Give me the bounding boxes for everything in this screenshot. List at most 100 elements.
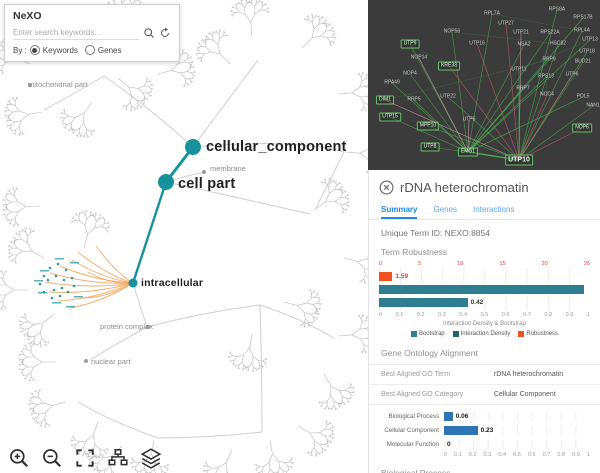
radio-keywords-label: Keywords [42, 45, 78, 55]
search-icon[interactable] [143, 27, 155, 39]
network-node-RPA49[interactable]: RPA49 [384, 79, 400, 86]
network-node-RPL4A[interactable]: RPL4A [574, 27, 590, 34]
tab-interactions[interactable]: Interactions [473, 205, 515, 214]
table-row: Best Aligned GO Category Cellular Compon… [369, 385, 600, 405]
unique-term-id: Unique Term ID: NEXO:8854 [381, 228, 490, 238]
zoom-out-button[interactable] [41, 447, 63, 469]
search-panel: NeXO By : Keywords Genes [4, 4, 180, 62]
node-label-intracellular[interactable]: intracellular [141, 277, 204, 289]
network-node-NOP4[interactable]: NOP4 [403, 70, 417, 77]
network-node-UTP22[interactable]: UTP22 [440, 93, 456, 100]
search-mode-row: By : Keywords Genes [13, 45, 171, 55]
term-detail-panel: rDNA heterochromatin Summary Genes Inter… [368, 170, 600, 473]
network-node-UTP13[interactable]: UTP13 [582, 36, 598, 43]
radio-keywords[interactable] [29, 45, 40, 55]
node-label-membrane[interactable]: membrane [210, 164, 246, 173]
reset-icon[interactable] [159, 27, 171, 39]
radio-genes[interactable] [84, 45, 95, 55]
network-node-RPS8A[interactable]: RPS8A [548, 6, 566, 13]
network-node-UTP27[interactable]: UTP27 [498, 20, 514, 27]
network-node-NOC4[interactable]: NOC4 [540, 91, 554, 98]
zoom-out-icon [43, 449, 62, 468]
tab-genes[interactable]: Genes [433, 205, 458, 214]
network-node-POL5[interactable]: POL5 [576, 93, 590, 100]
table-row: Best Aligned GO Term rDNA heterochromati… [369, 365, 600, 385]
go-alignment-table: Best Aligned GO Term rDNA heterochromati… [369, 364, 600, 405]
network-node-UTP11[interactable]: UTP11 [511, 66, 527, 73]
network-node-NSA2[interactable]: NSA2 [517, 41, 531, 48]
ontology-tree-graphic [0, 0, 368, 473]
network-node-NOP6[interactable]: NOP6 [572, 123, 592, 133]
node-label-nuclear-part[interactable]: nuclear part [91, 357, 131, 366]
network-node-RPS22A[interactable]: RPS22A [540, 29, 560, 36]
section-term-robustness: Term Robustness [381, 247, 448, 257]
network-node-HSC82[interactable]: HSC82 [549, 40, 567, 47]
network-node-RPS13[interactable]: RPS13 [538, 73, 554, 80]
network-node-UTP8[interactable]: UTP8 [420, 142, 440, 152]
network-node-UTP10[interactable]: UTP10 [505, 154, 533, 166]
network-node-RRP5[interactable]: RRP5 [407, 96, 421, 103]
fit-to-screen-button[interactable] [74, 447, 96, 469]
go-term-label: Best Aligned GO Term [381, 371, 451, 378]
network-node-RRP9[interactable]: RRP9 [542, 56, 556, 63]
network-node-UTP5[interactable]: UTP5 [462, 116, 476, 123]
bar-Cellular Component: Cellular Component0.23 [379, 423, 590, 437]
network-node-RPL7A[interactable]: RPL7A [484, 10, 500, 17]
network-node-RPS17B[interactable]: RPS17B [573, 14, 593, 21]
bar-Interaction Density: 0.42 [379, 296, 590, 309]
network-node-EMG1[interactable]: EMG1 [457, 147, 479, 157]
network-node-KRE33[interactable]: KRE33 [438, 61, 460, 71]
network-node-BUD21[interactable]: BUD21 [574, 58, 592, 65]
search-input[interactable] [13, 26, 139, 40]
network-node-UTP18[interactable]: UTP18 [579, 48, 595, 55]
network-node-UTP16[interactable]: UTP16 [469, 40, 485, 47]
section-go-alignment: Gene Ontology Alignment [381, 348, 478, 358]
close-circle-icon[interactable] [379, 180, 394, 195]
section-biological-process: Biological Process [381, 468, 451, 473]
ontology-tree-panel[interactable]: cellular_component cell part intracellul… [0, 0, 368, 473]
tab-summary[interactable]: Summary [381, 201, 417, 219]
zoom-in-button[interactable] [8, 447, 30, 469]
node-label-mitochondrial-part[interactable]: mitochondrial part [28, 80, 88, 89]
go-category-value: Cellular Component [493, 391, 556, 398]
detail-header: rDNA heterochromatin [369, 170, 600, 201]
detail-tabs: Summary Genes Interactions [369, 201, 600, 220]
node-label-cell-part[interactable]: cell part [178, 176, 236, 192]
term-title: rDNA heterochromatin [400, 180, 529, 195]
network-node-UTP6[interactable]: UTP6 [565, 71, 579, 78]
network-node-MPP10[interactable]: MPP10 [416, 121, 440, 131]
network-node-NOP56[interactable]: NOP56 [443, 28, 461, 35]
network-node-UTP21[interactable]: UTP21 [513, 29, 529, 36]
network-node-UTP15[interactable]: UTP15 [379, 112, 401, 122]
legend-item: Robustness [518, 331, 558, 337]
bar-Molecular Function: Molecular Function0 [379, 437, 590, 451]
bar-Robustness: 1.59 [379, 270, 590, 283]
network-node-UTP9[interactable]: UTP9 [400, 39, 420, 49]
node-label-protein-complex[interactable]: protein complex [100, 322, 153, 331]
network-node-NAN1[interactable]: NAN1 [586, 102, 600, 109]
fit-to-screen-icon [76, 449, 94, 467]
network-node-DIM1[interactable]: DIM1 [376, 95, 394, 105]
go-term-value: rDNA heterochromatin [493, 371, 564, 378]
app-title: NeXO [13, 10, 42, 22]
bar-Biological Process: Biological Process0.06 [379, 409, 590, 423]
layers-button[interactable] [140, 447, 162, 469]
node-label-cellular-component[interactable]: cellular_component [206, 139, 347, 155]
robustness-bars: 1.59 0.42 [379, 268, 590, 311]
robustness-axis-label: Interaction Density & Bootstrap [443, 321, 526, 327]
network-node-RRP7[interactable]: RRP7 [516, 85, 530, 92]
go-category-label: Best Aligned GO Category [381, 391, 464, 398]
hierarchy-layout-button[interactable] [107, 447, 129, 469]
network-node-NOP14[interactable]: NOP14 [410, 54, 428, 61]
legend-item: Bootstrap [410, 331, 445, 337]
layers-icon [140, 448, 162, 469]
